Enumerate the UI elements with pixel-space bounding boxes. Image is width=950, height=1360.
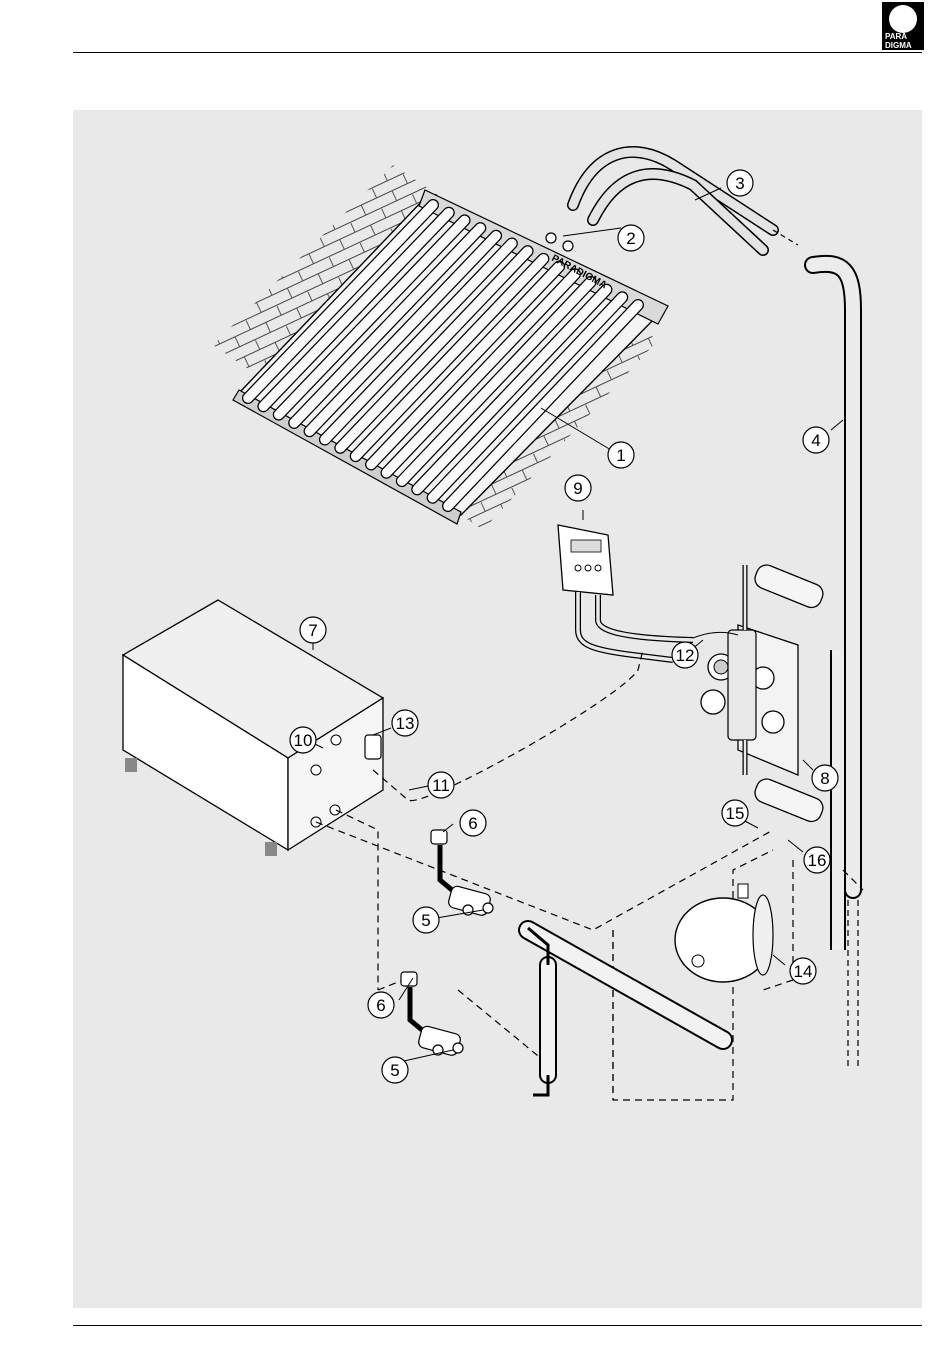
storage-tank bbox=[123, 600, 383, 856]
valve-group-lower bbox=[401, 972, 463, 1057]
callout-label-c15: 15 bbox=[726, 804, 745, 823]
collector-connection-pipes bbox=[546, 152, 798, 251]
pump-station bbox=[693, 562, 826, 824]
callout-label-c14: 14 bbox=[794, 962, 813, 981]
callout-label-c5a: 5 bbox=[421, 911, 430, 930]
logo-line1: PARA bbox=[885, 32, 907, 41]
callout-label-c3: 3 bbox=[735, 174, 744, 193]
callout-label-c5b: 5 bbox=[390, 1061, 399, 1080]
callout-label-c2: 2 bbox=[626, 229, 635, 248]
callout-label-c8: 8 bbox=[820, 769, 829, 788]
insulated-pipe-right bbox=[813, 264, 858, 1070]
callout-label-c7: 7 bbox=[308, 621, 317, 640]
callout-label-c10: 10 bbox=[294, 731, 313, 750]
callout-label-c1: 1 bbox=[616, 446, 625, 465]
callout-label-c11: 11 bbox=[432, 776, 450, 795]
callout-label-c4: 4 bbox=[811, 431, 820, 450]
callout-label-c16: 16 bbox=[808, 851, 827, 870]
callout-label-c13: 13 bbox=[396, 714, 415, 733]
solar-controller bbox=[558, 525, 693, 660]
expansion-vessel bbox=[675, 884, 773, 982]
callout-label-c6a: 6 bbox=[468, 814, 477, 833]
logo-line2: DIGMA bbox=[885, 41, 912, 50]
header-rule bbox=[73, 52, 922, 53]
callout-label-c12: 12 bbox=[676, 646, 695, 665]
callout-label-c6b: 6 bbox=[376, 996, 385, 1015]
valve-group-upper bbox=[431, 830, 493, 917]
paradigma-logo: PARA DIGMA bbox=[882, 2, 924, 50]
callout-label-c9: 9 bbox=[573, 479, 582, 498]
vacuum-tube-collector: PARADIGMA bbox=[233, 190, 668, 524]
footer-rule bbox=[73, 1325, 922, 1326]
diagram-panel: PARADIGMA bbox=[73, 110, 922, 1308]
system-diagram: PARADIGMA bbox=[73, 110, 922, 1308]
